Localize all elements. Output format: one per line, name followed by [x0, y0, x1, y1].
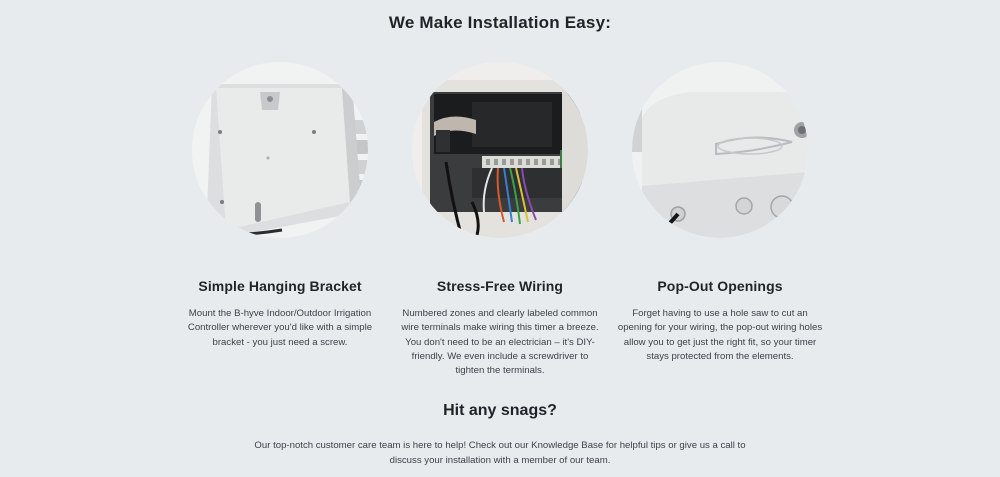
feature-title: Stress-Free Wiring	[436, 278, 564, 294]
snags-heading: Hit any snags?	[443, 402, 557, 419]
feature-hanging-bracket: Simple Hanging Bracket Mount the B-hyve …	[160, 62, 400, 350]
pop-out-openings-photo-icon	[632, 62, 808, 238]
pop-out-openings-image	[632, 62, 808, 238]
wiring-image	[412, 62, 588, 238]
wiring-terminal-photo-icon	[412, 62, 588, 238]
feature-description: Numbered zones and clearly labeled commo…	[401, 308, 599, 377]
hanging-bracket-image	[192, 62, 368, 238]
hanging-bracket-photo-icon	[192, 62, 368, 238]
feature-pop-out-openings: Pop-Out Openings Forget having to use a …	[600, 62, 840, 364]
feature-wiring: Stress-Free Wiring Numbered zones and cl…	[380, 62, 620, 378]
feature-description: Mount the B-hyve Indoor/Outdoor Irrigati…	[187, 308, 373, 348]
page-title: We Make Installation Easy:	[388, 13, 612, 32]
feature-description: Forget having to use a hole saw to cut a…	[617, 308, 823, 362]
snags-description: Our top-notch customer care team is here…	[254, 440, 746, 466]
feature-title: Pop-Out Openings	[657, 278, 783, 294]
feature-title: Simple Hanging Bracket	[198, 278, 362, 294]
